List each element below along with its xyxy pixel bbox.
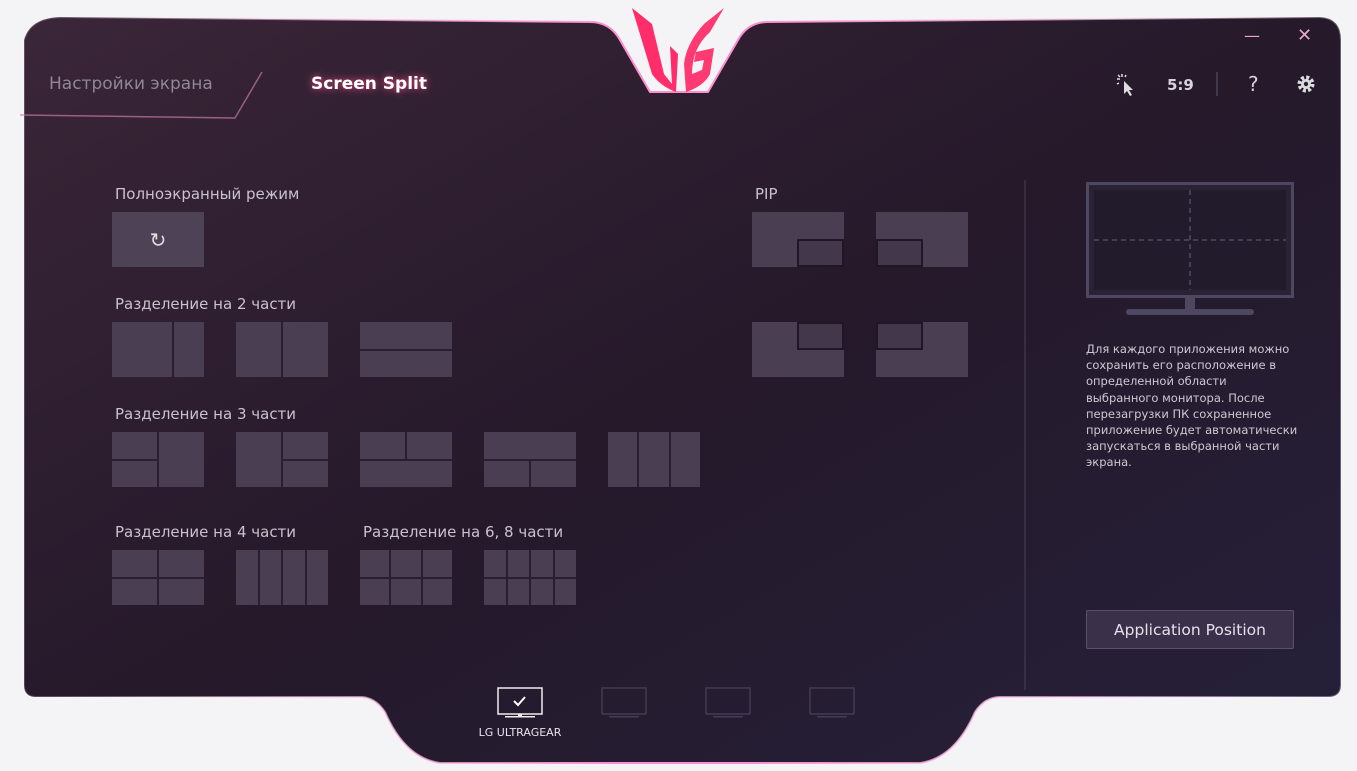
description-text: Для каждого приложения можно сохранить е… <box>1086 342 1298 470</box>
layout-split3-bottom-pair[interactable] <box>484 432 576 487</box>
close-button[interactable]: ✕ <box>1297 25 1313 46</box>
section-split3-label: Разделение на 3 части <box>115 405 297 423</box>
section-pip-label: PIP <box>755 185 778 203</box>
layout-split2-horizontal[interactable] <box>360 322 452 377</box>
monitor-1-label: LG ULTRAGEAR <box>478 726 562 739</box>
application-position-button[interactable]: Application Position <box>1086 610 1294 649</box>
layout-pip-bottom-left[interactable] <box>876 212 968 267</box>
layout-split3-left-stack[interactable] <box>112 432 204 487</box>
pointer-highlight-icon[interactable] <box>1116 73 1138 97</box>
layout-split2-vertical[interactable] <box>236 322 328 377</box>
monitor-4[interactable] <box>809 687 855 719</box>
lg-logo <box>632 8 724 92</box>
monitor-preview-icon <box>1086 182 1294 315</box>
section-split2-label: Разделение на 2 части <box>115 295 297 313</box>
layout-split8[interactable] <box>484 550 576 605</box>
section-split68-label: Разделение на 6, 8 части <box>363 523 564 541</box>
tab-screen-split[interactable]: Screen Split <box>311 74 427 94</box>
ratio-button[interactable]: 5:9 <box>1167 76 1194 94</box>
monitor-3[interactable] <box>705 687 751 719</box>
layout-split4-grid[interactable] <box>112 550 204 605</box>
layout-split4-columns[interactable] <box>236 550 328 605</box>
layout-split3-right-stack[interactable] <box>236 432 328 487</box>
layout-pip-bottom-right[interactable] <box>752 212 844 267</box>
layout-split2-wide-left[interactable] <box>112 322 204 377</box>
layout-split3-columns[interactable] <box>608 432 700 487</box>
monitor-2[interactable] <box>601 687 647 719</box>
monitor-1-selected[interactable] <box>497 687 543 719</box>
help-button[interactable]: ? <box>1248 72 1259 96</box>
tab-screen-settings[interactable]: Настройки экрана <box>49 74 213 94</box>
fullscreen-tile[interactable]: ↻ <box>112 212 204 267</box>
section-fullscreen-label: Полноэкранный режим <box>115 185 300 203</box>
layout-pip-top-right[interactable] <box>752 322 844 377</box>
layout-pip-top-left[interactable] <box>876 322 968 377</box>
layout-split3-top-pair[interactable] <box>360 432 452 487</box>
minimize-button[interactable]: — <box>1244 26 1260 45</box>
section-split4-label: Разделение на 4 части <box>115 523 297 541</box>
rotate-icon: ↻ <box>149 227 167 252</box>
layout-split6[interactable] <box>360 550 452 605</box>
settings-gear-icon[interactable] <box>1296 74 1316 94</box>
